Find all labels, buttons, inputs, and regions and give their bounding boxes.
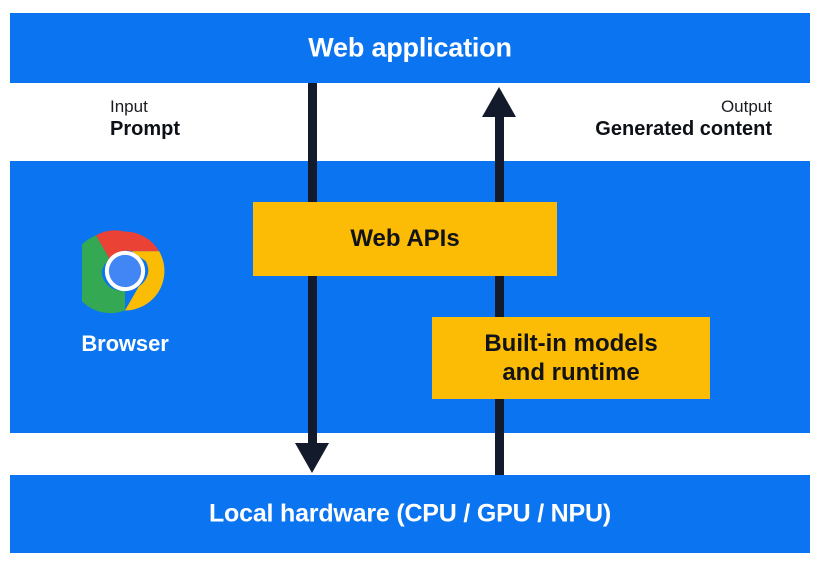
input-kind-label: Input	[110, 97, 148, 116]
input-label-group: Input Prompt	[110, 97, 180, 142]
web-application-band: Web application	[10, 13, 810, 83]
output-value-label: Generated content	[595, 118, 772, 141]
built-in-models-box[interactable]: Built-in models and runtime	[432, 317, 710, 399]
web-apis-box[interactable]: Web APIs	[253, 202, 557, 276]
local-hardware-band: Local hardware (CPU / GPU / NPU)	[10, 475, 810, 553]
local-hardware-label: Local hardware (CPU / GPU / NPU)	[208, 499, 611, 528]
response-arrow-shaft	[495, 117, 504, 475]
web-application-label: Web application	[308, 32, 512, 63]
web-apis-label: Web APIs	[350, 225, 460, 253]
request-arrow-head-icon	[295, 443, 329, 473]
built-in-models-label: Built-in models and runtime	[484, 329, 657, 388]
response-arrow-head-icon	[482, 87, 516, 117]
output-kind-label: Output	[720, 97, 772, 116]
built-in-models-label-line1: Built-in models	[484, 329, 658, 357]
built-in-models-label-line2: and runtime	[502, 359, 640, 386]
chrome-logo-icon	[82, 230, 165, 314]
browser-identity: Browser	[50, 228, 200, 357]
browser-label: Browser	[81, 331, 169, 356]
input-value-label: Prompt	[110, 118, 180, 141]
output-label-group: Output Generated content	[595, 97, 772, 142]
